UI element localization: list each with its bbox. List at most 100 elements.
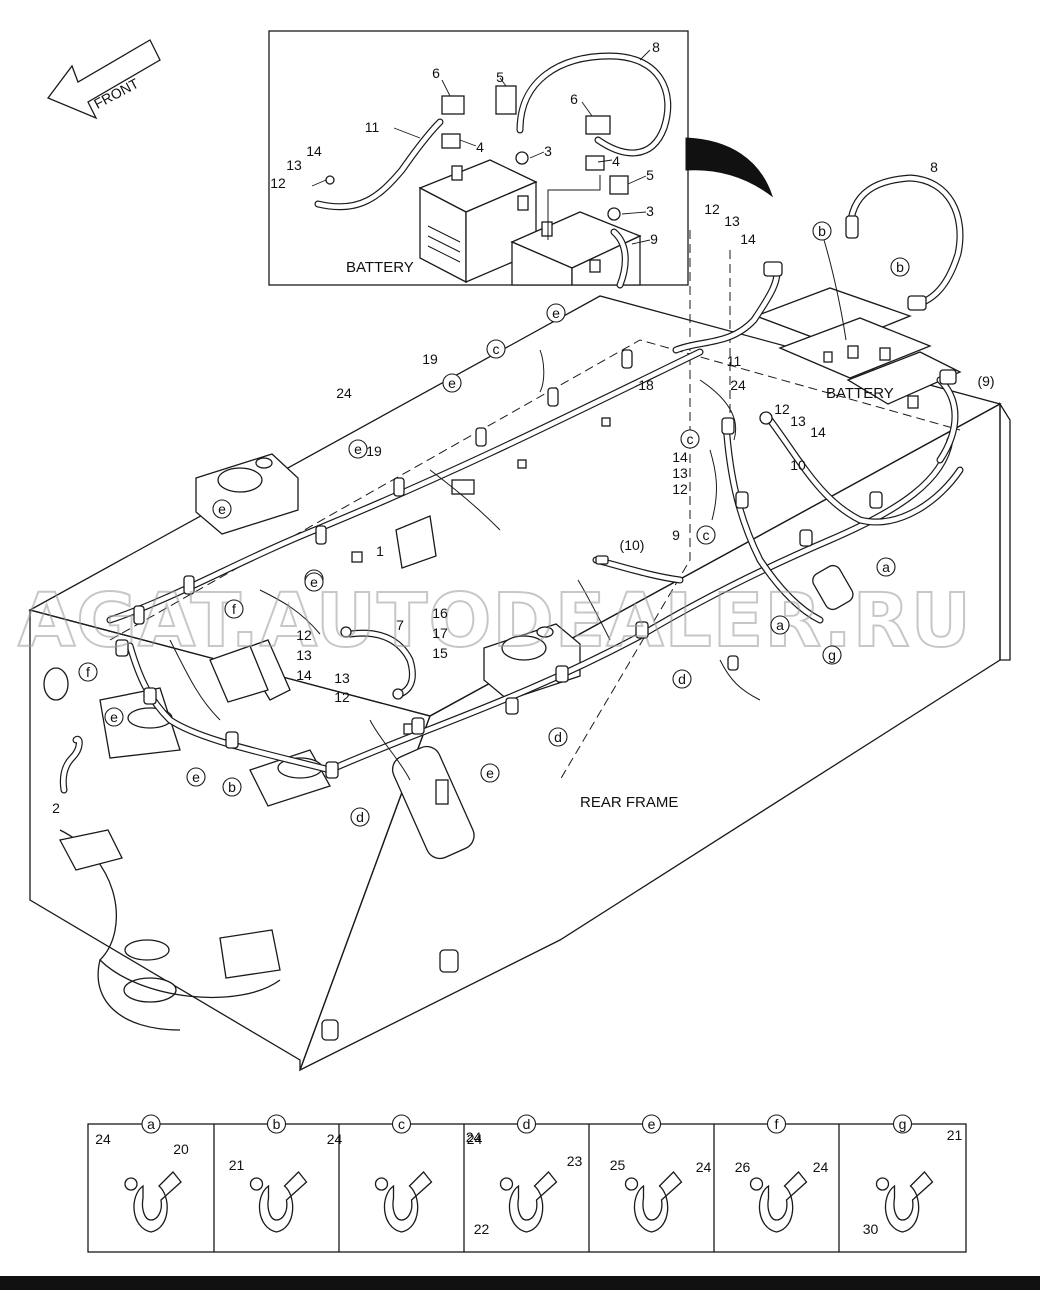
detail-letter-circle: [141, 1114, 161, 1134]
callout-circle: [876, 557, 896, 577]
callout-circle: [350, 807, 370, 827]
callout-circle: [224, 599, 244, 619]
callout-label: 9: [672, 527, 680, 543]
callout-circle: [680, 429, 700, 449]
clamp-drawing: [508, 1171, 558, 1233]
callout-label: c: [687, 431, 694, 447]
callout-label: 13: [724, 213, 740, 229]
callout-circle: [348, 439, 368, 459]
callout-circle: [770, 615, 790, 635]
callout-circle: [696, 525, 716, 545]
callout-label: b: [818, 223, 826, 239]
callout-label: 9: [650, 231, 658, 247]
callout-label: 13: [672, 465, 688, 481]
clamp-drawing: [258, 1171, 308, 1233]
callout-label: e: [486, 765, 494, 781]
callout-circle: [480, 763, 500, 783]
callout-label: e: [354, 441, 362, 457]
callout-label: 16: [432, 605, 448, 621]
bolt-drawing: [374, 1177, 389, 1191]
callout-label: a: [776, 617, 784, 633]
detail-part-label: 25: [610, 1157, 626, 1173]
main-battery-label: BATTERY: [826, 385, 894, 402]
callout-label: a: [882, 559, 890, 575]
callout-label: 8: [652, 39, 660, 55]
bolt-drawing: [499, 1177, 514, 1191]
watermark-text: AGAT.AUTODEALER.RU: [18, 578, 972, 664]
clamp-drawing: [133, 1171, 182, 1233]
callout-label: e: [110, 709, 118, 725]
callout-circle: [672, 669, 692, 689]
callout-label: 14: [672, 449, 688, 465]
callout-label: c: [493, 341, 500, 357]
callout-label: 3: [646, 203, 654, 219]
callout-label: 18: [638, 377, 654, 393]
callout-label: 24: [336, 385, 352, 401]
inset-battery-label: BATTERY: [346, 259, 414, 276]
callout-circle: [78, 662, 98, 682]
callout-label: e: [218, 501, 226, 517]
clamp-drawing: [633, 1171, 683, 1233]
callout-label: 6: [432, 65, 440, 81]
detail-strip-frame: [87, 1123, 967, 1253]
inset-leaders: [311, 49, 651, 245]
callout-label: e: [448, 375, 456, 391]
detail-part-label: 26: [735, 1159, 751, 1175]
callout-circle: [222, 777, 242, 797]
callout-label: 8: [930, 159, 938, 175]
callout-circle: [212, 499, 232, 519]
detail-part-label: 30: [863, 1221, 879, 1237]
callout-label: 13: [334, 670, 350, 686]
detail-part-label: 24: [327, 1131, 343, 1147]
callout-label: d: [678, 671, 686, 687]
callout-label: 11: [365, 119, 380, 135]
detail-part-label: 24: [467, 1131, 483, 1147]
callout-circle: [104, 707, 124, 727]
detail-letter: e: [648, 1116, 656, 1132]
detail-part-label: 21: [229, 1157, 245, 1173]
callout-label: b: [896, 259, 904, 275]
detail-part-label: 24: [696, 1159, 712, 1175]
detail-part-label: 23: [567, 1153, 583, 1169]
detail-letter-circle: [266, 1114, 287, 1134]
callout-circle: [304, 572, 324, 592]
callout-label: 12: [334, 689, 350, 705]
callout-label: 1: [376, 543, 384, 559]
callout-label: b: [228, 779, 236, 795]
callout-label: 11: [727, 353, 742, 369]
detail-letter: a: [147, 1116, 155, 1132]
rear-frame-drawing: [28, 230, 1011, 1072]
clamp-drawing: [758, 1171, 808, 1233]
detail-letter-circle: [391, 1114, 412, 1134]
callout-label: 12: [296, 627, 312, 643]
callout-label: 5: [496, 69, 504, 85]
callout-label: 6: [570, 91, 578, 107]
detail-letter: b: [273, 1116, 281, 1132]
callout-label: e: [192, 769, 200, 785]
detail-letter: c: [398, 1116, 405, 1132]
rear-frame-label: REAR FRAME: [580, 794, 678, 811]
detail-letter-circle: [641, 1114, 662, 1134]
harness-cables: [59, 174, 964, 794]
detail-part-label: 24: [466, 1129, 482, 1145]
callout-label: 24: [730, 377, 746, 393]
detail-part-label: 20: [173, 1141, 189, 1157]
callout-label: 7: [396, 617, 404, 633]
callout-label: 13: [296, 647, 312, 663]
callout-label: g: [828, 647, 836, 663]
callout-label: (10): [620, 537, 645, 553]
callout-label: (9): [977, 373, 994, 389]
inset-cables: [314, 52, 672, 289]
callout-label: 14: [810, 424, 826, 440]
bolt-drawing: [249, 1177, 264, 1191]
front-arrow-icon: FRONT: [46, 39, 161, 120]
callout-label: 4: [476, 139, 484, 155]
callout-circle: [486, 339, 506, 359]
callout-label: 12: [774, 401, 790, 417]
callout-label: c: [703, 527, 710, 543]
inset-pointer-arrow: [685, 137, 773, 198]
bolt-drawing: [124, 1177, 138, 1191]
